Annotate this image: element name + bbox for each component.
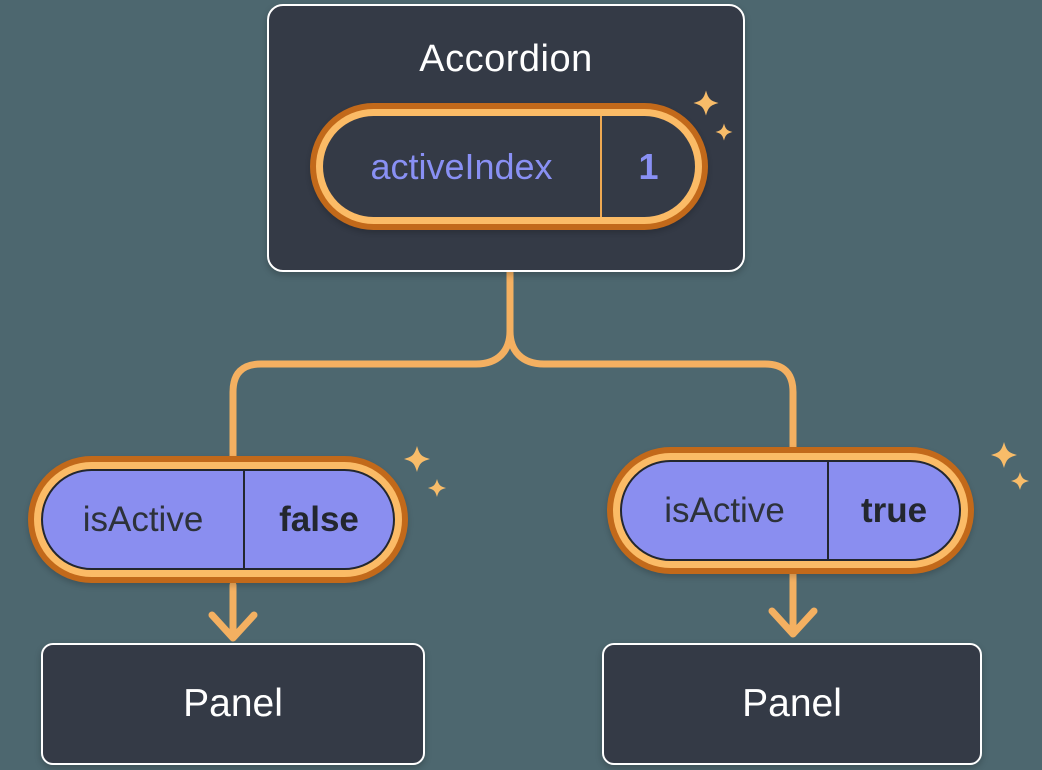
panel-title: Panel — [742, 682, 842, 725]
prop-pill-isactive-false: isActive false — [28, 456, 408, 583]
prop-pill-isactive-true: isActive true — [607, 447, 974, 574]
arrow-right-head — [768, 607, 818, 638]
connector-branch-left — [229, 327, 514, 474]
accordion-title: Accordion — [419, 38, 593, 80]
panel-box-right: Panel — [602, 643, 982, 765]
prop-value: true — [860, 490, 928, 530]
prop-value: false — [279, 499, 359, 539]
state-value: 1 — [638, 145, 659, 187]
prop-pill-divider — [827, 462, 829, 559]
connector-branch-right — [506, 327, 797, 464]
state-name: activeIndex — [370, 145, 553, 187]
prop-pill-divider — [243, 471, 245, 568]
state-pill-highlight-ring: activeIndex 1 — [316, 109, 702, 224]
accordion-component-box: Accordion activeIndex 1 — [267, 4, 745, 272]
prop-name: isActive — [82, 499, 204, 539]
state-pill: activeIndex 1 — [310, 103, 708, 230]
panel-box-left: Panel — [41, 643, 425, 765]
sparkle-icon — [404, 446, 446, 497]
arrow-left-head — [208, 611, 258, 642]
state-pill-divider — [600, 116, 602, 217]
prop-pill-highlight-ring: isActive false — [34, 462, 402, 577]
panel-title: Panel — [183, 682, 283, 725]
sparkle-icon — [991, 442, 1029, 490]
prop-name: isActive — [664, 490, 785, 530]
prop-pill-highlight-ring: isActive true — [613, 453, 968, 568]
